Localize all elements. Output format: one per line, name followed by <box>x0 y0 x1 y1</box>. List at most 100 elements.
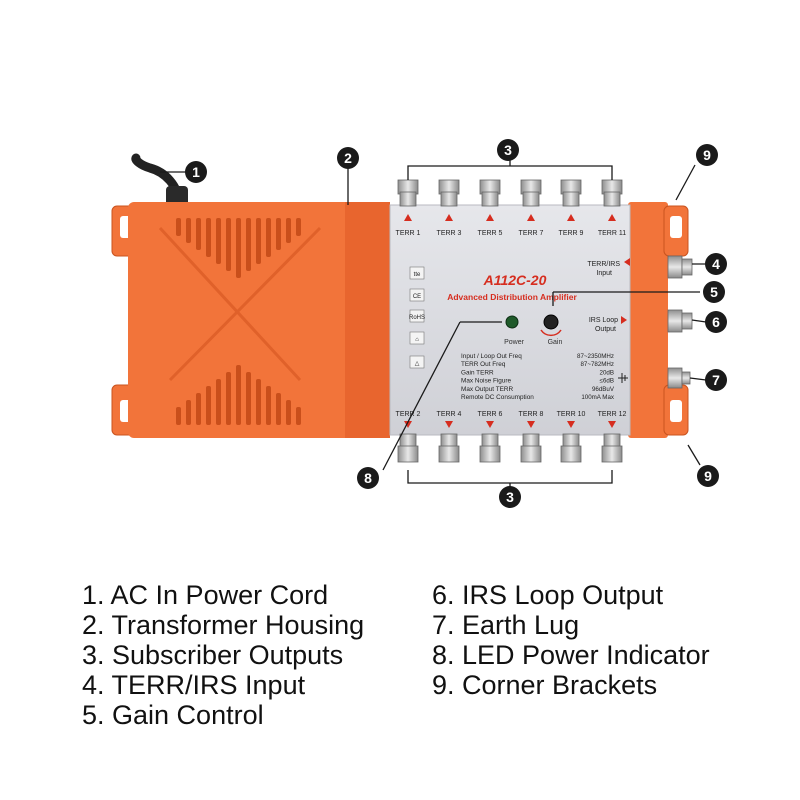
subscriber-outputs-bottom <box>397 433 623 463</box>
legend-right-column: 6. IRS Loop Output 7. Earth Lug 8. LED P… <box>432 580 710 700</box>
f-connector <box>438 445 460 463</box>
power-label: Power <box>504 339 525 346</box>
legend-item: 4. TERR/IRS Input <box>82 670 306 700</box>
callout-circle <box>696 144 718 166</box>
cert-mark-box <box>409 288 425 302</box>
legend-item: 1. AC In Power Cord <box>82 580 329 610</box>
cert-mark: CE <box>413 294 421 300</box>
gain-label: Gain <box>548 339 563 346</box>
input-arrow-icon <box>624 258 630 266</box>
terr-irs-input-connector <box>667 255 693 279</box>
vent-grille-bottom <box>176 365 301 425</box>
legend-item: 2. Transformer Housing <box>82 610 365 640</box>
cert-mark: ⌂ <box>415 337 419 343</box>
spec-value: 96dBuV <box>592 386 615 393</box>
port-label: TERR 3 <box>437 230 462 237</box>
f-connector <box>520 445 542 463</box>
callout-number: 7 <box>712 372 720 388</box>
vent-slot <box>226 218 231 271</box>
vent-slot <box>246 372 251 425</box>
gain-arc-icon <box>540 329 562 337</box>
callout-number: 6 <box>712 314 720 330</box>
f-connector <box>397 445 419 463</box>
output-arrow-icon <box>445 421 453 428</box>
port-label: TERR 8 <box>519 411 544 418</box>
vent-slot <box>286 218 291 243</box>
right-end-cap <box>628 202 668 438</box>
spec-name: TERR Out Freq <box>461 361 506 368</box>
spec-name: Gain TERR <box>461 369 494 376</box>
port-label: TERR 6 <box>478 411 503 418</box>
output-arrow-icon <box>567 421 575 428</box>
port-label: TERR 5 <box>478 230 503 237</box>
port-label: TERR 11 <box>598 230 626 237</box>
gain-knob[interactable] <box>543 314 559 330</box>
callout-number: 4 <box>712 256 720 272</box>
spec-value: 20dB <box>600 369 614 376</box>
legend-item: 5. Gain Control <box>82 700 264 730</box>
callout-circle <box>703 281 725 303</box>
callout-number: 3 <box>506 489 514 505</box>
legend-left-column: 1. AC In Power Cord 2. Transformer Housi… <box>82 580 364 730</box>
output-arrow-icon <box>404 421 412 428</box>
callout-number: 5 <box>710 284 718 300</box>
callout-circle <box>185 161 207 183</box>
cert-mark-box <box>409 266 425 280</box>
vent-slot <box>196 393 201 425</box>
callout-number: 2 <box>344 150 352 166</box>
cert-mark: RoHS <box>409 315 425 321</box>
output-arrow-icon <box>608 421 616 428</box>
vent-slot <box>276 393 281 425</box>
callout-circle <box>337 147 359 169</box>
callout-number: 9 <box>703 147 711 163</box>
callout-circle <box>497 139 519 161</box>
f-connector-nut <box>440 191 458 207</box>
vent-slot <box>266 386 271 425</box>
vent-slot <box>186 400 191 425</box>
output-arrow-icon <box>608 214 616 221</box>
vent-slot <box>276 218 281 250</box>
callout-circle <box>357 467 379 489</box>
transformer-housing-side <box>345 202 390 438</box>
cert-mark: △ <box>415 361 420 367</box>
legend-item: 6. IRS Loop Output <box>432 580 664 610</box>
vent-slot <box>286 400 291 425</box>
output-arrow-icon <box>621 316 627 324</box>
spec-value: 87~2350MHz <box>577 353 614 360</box>
vent-slot <box>206 386 211 425</box>
callout-circle <box>705 311 727 333</box>
output-arrow-icon <box>567 214 575 221</box>
legend-item: 9. Corner Brackets <box>432 670 658 700</box>
vent-slot <box>206 218 211 257</box>
legend-item: 7. Earth Lug <box>432 610 580 640</box>
cert-mark-box <box>409 331 425 345</box>
output-arrow-icon <box>527 421 535 428</box>
callout-number: 1 <box>192 164 200 180</box>
bracket-hole <box>670 400 682 422</box>
f-connector <box>601 445 623 463</box>
port-label: TERR 7 <box>519 230 544 237</box>
vent-grille-top <box>176 218 301 278</box>
housing-rib <box>168 226 322 382</box>
output-arrow-icon <box>486 421 494 428</box>
cert-mark: tte <box>414 272 421 278</box>
vent-slot <box>216 379 221 425</box>
callout-circle <box>705 253 727 275</box>
vent-slot <box>266 218 271 257</box>
earth-symbol-icon <box>618 373 628 383</box>
vent-slot <box>296 407 301 425</box>
callout-number: 9 <box>704 468 712 484</box>
f-connector <box>560 445 582 463</box>
vent-slot <box>256 218 261 264</box>
f-connector-nut <box>562 191 580 207</box>
legend-item: 8. LED Power Indicator <box>432 640 710 670</box>
spec-name: Remote DC Consumption <box>461 394 534 401</box>
housing-rib <box>158 226 302 382</box>
spec-value: ≤6dB <box>600 378 614 385</box>
callout-circle <box>499 486 521 508</box>
irs-loop-output-label-line1: IRS Loop <box>589 317 618 324</box>
